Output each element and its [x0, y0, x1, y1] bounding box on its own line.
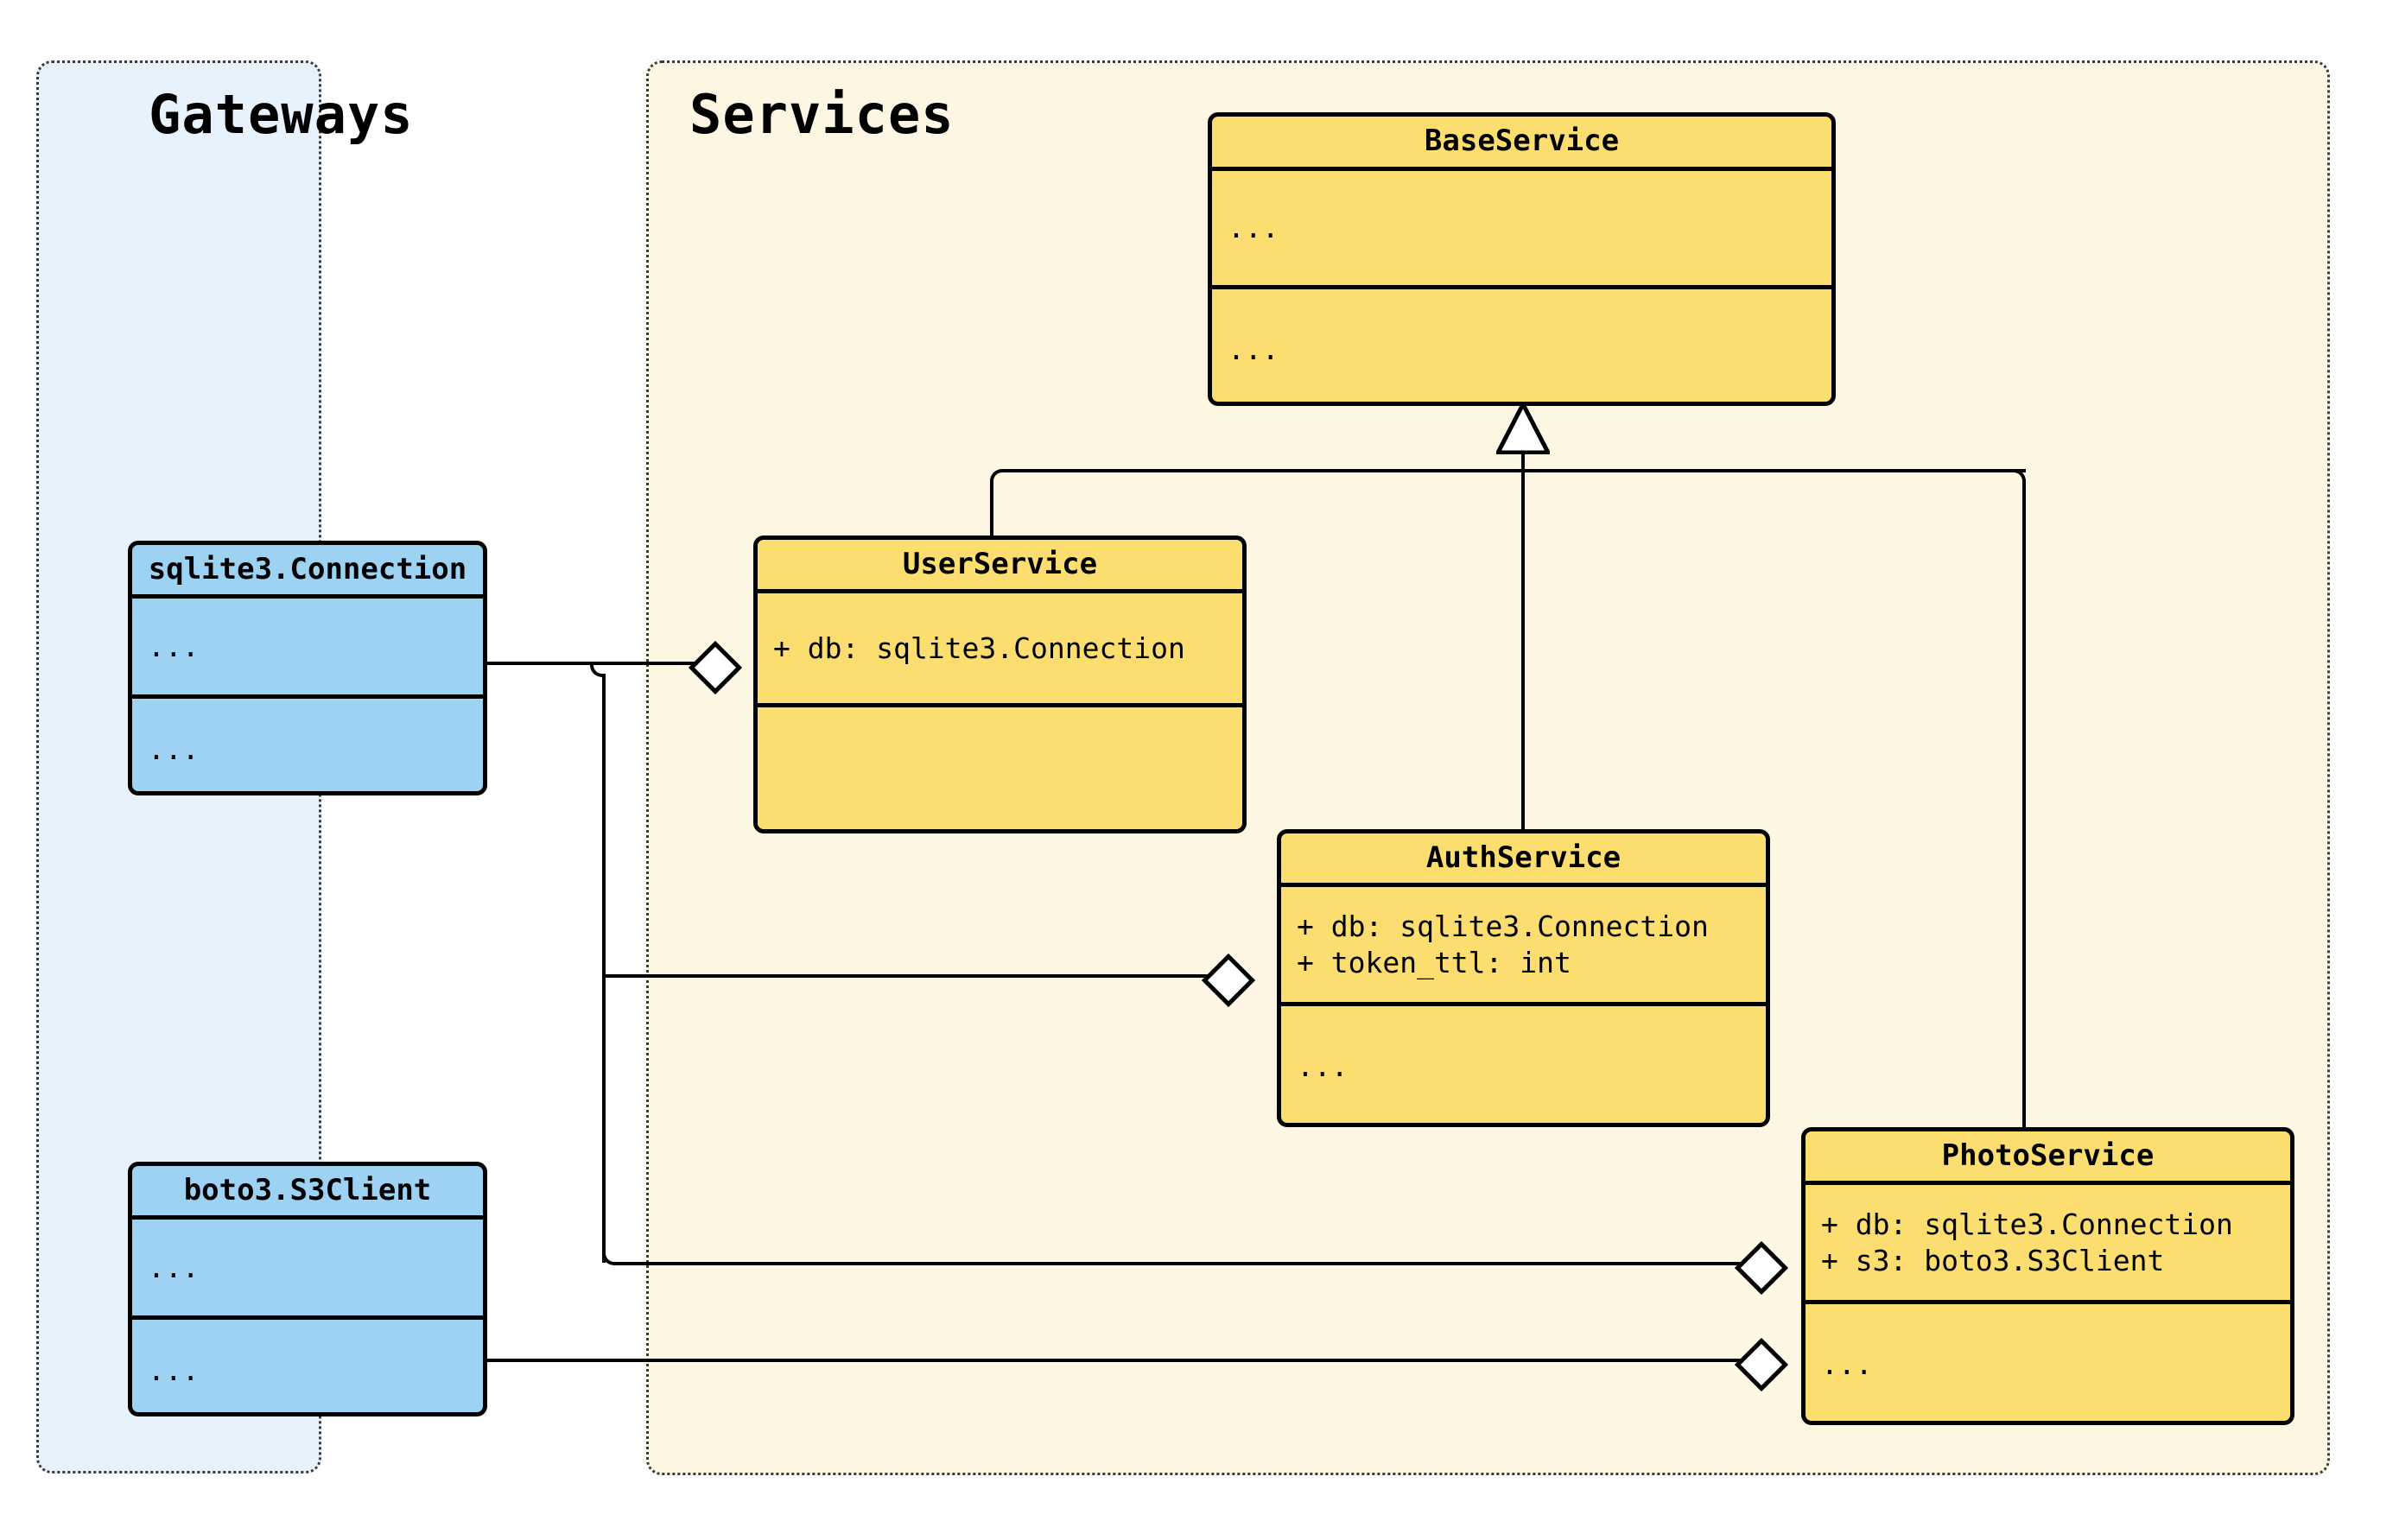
class-attributes-compartment: ...: [1212, 171, 1831, 289]
aggregation-boto3-photo-line: [486, 1359, 1759, 1362]
class-attributes-compartment: ...: [132, 599, 483, 699]
class-methods-compartment: ...: [132, 699, 483, 791]
class-title-compartment: AuthService: [1281, 833, 1766, 887]
class-attributes-sqlite3-connection: ...: [148, 629, 200, 663]
package-gateways-title: Gateways: [149, 83, 414, 146]
class-photo-service[interactable]: PhotoService + db: sqlite3.Connection + …: [1801, 1127, 2294, 1425]
class-methods-compartment: ...: [132, 1320, 483, 1412]
class-methods-sqlite3-connection: ...: [148, 732, 200, 766]
class-boto3-s3client[interactable]: boto3.S3Client ... ...: [128, 1162, 487, 1416]
class-base-service[interactable]: BaseService ... ...: [1208, 112, 1836, 406]
class-methods-compartment: ...: [1806, 1304, 2290, 1421]
aggregation-sqlite-trunk-corner: [590, 662, 606, 677]
class-methods-compartment: ...: [1281, 1006, 1766, 1123]
class-name-boto3-s3client: boto3.S3Client: [183, 1172, 432, 1207]
class-attributes-user-service: + db: sqlite3.Connection: [773, 631, 1185, 665]
class-name-photo-service: PhotoService: [1941, 1138, 2155, 1173]
generalization-corner-photo: [2010, 469, 2026, 485]
class-name-user-service: UserService: [902, 546, 1098, 581]
class-attributes-compartment: + db: sqlite3.Connection: [758, 593, 1242, 707]
generalization-stem: [1521, 451, 1525, 472]
package-services-title: Services: [689, 83, 955, 146]
class-title-compartment: PhotoService: [1806, 1131, 2290, 1185]
class-attributes-base-service: ...: [1228, 211, 1279, 245]
aggregation-sqlite-auth-line: [604, 974, 1226, 978]
class-title-compartment: UserService: [758, 540, 1242, 593]
class-attributes-compartment: + db: sqlite3.Connection + token_ttl: in…: [1281, 887, 1766, 1006]
aggregation-sqlite-photo-corner: [602, 1250, 618, 1265]
generalization-arrowhead: [1496, 402, 1550, 454]
aggregation-sqlite-trunk: [602, 674, 606, 1263]
class-methods-photo-service: ...: [1821, 1347, 1873, 1382]
class-title-compartment: BaseService: [1212, 117, 1831, 171]
class-attributes-boto3-s3client: ...: [148, 1250, 200, 1284]
class-methods-auth-service: ...: [1297, 1049, 1349, 1084]
class-attributes-photo-service: + db: sqlite3.Connection + s3: boto3.S3C…: [1821, 1207, 2233, 1277]
class-methods-compartment: ...: [1212, 289, 1831, 402]
class-attributes-compartment: + db: sqlite3.Connection + s3: boto3.S3C…: [1806, 1185, 2290, 1304]
generalization-bus: [1002, 469, 2026, 472]
generalization-branch-auth: [1521, 469, 1525, 829]
class-name-auth-service: AuthService: [1425, 840, 1622, 875]
class-methods-compartment: [758, 707, 1242, 829]
class-title-compartment: boto3.S3Client: [132, 1166, 483, 1220]
class-auth-service[interactable]: AuthService + db: sqlite3.Connection + t…: [1277, 829, 1770, 1127]
class-name-base-service: BaseService: [1424, 124, 1620, 159]
class-attributes-compartment: ...: [132, 1220, 483, 1320]
class-sqlite3-connection[interactable]: sqlite3.Connection ... ...: [128, 541, 487, 795]
generalization-corner-user: [990, 469, 1006, 485]
class-title-compartment: sqlite3.Connection: [132, 545, 483, 599]
class-attributes-auth-service: + db: sqlite3.Connection + token_ttl: in…: [1297, 909, 1709, 979]
class-name-sqlite3-connection: sqlite3.Connection: [148, 551, 467, 586]
class-methods-boto3-s3client: ...: [148, 1353, 200, 1387]
class-user-service[interactable]: UserService + db: sqlite3.Connection: [753, 536, 1247, 833]
class-methods-base-service: ...: [1228, 333, 1279, 367]
aggregation-sqlite-photo-line: [614, 1262, 1759, 1265]
generalization-branch-user: [990, 482, 993, 539]
generalization-branch-photo: [2022, 482, 2026, 1131]
